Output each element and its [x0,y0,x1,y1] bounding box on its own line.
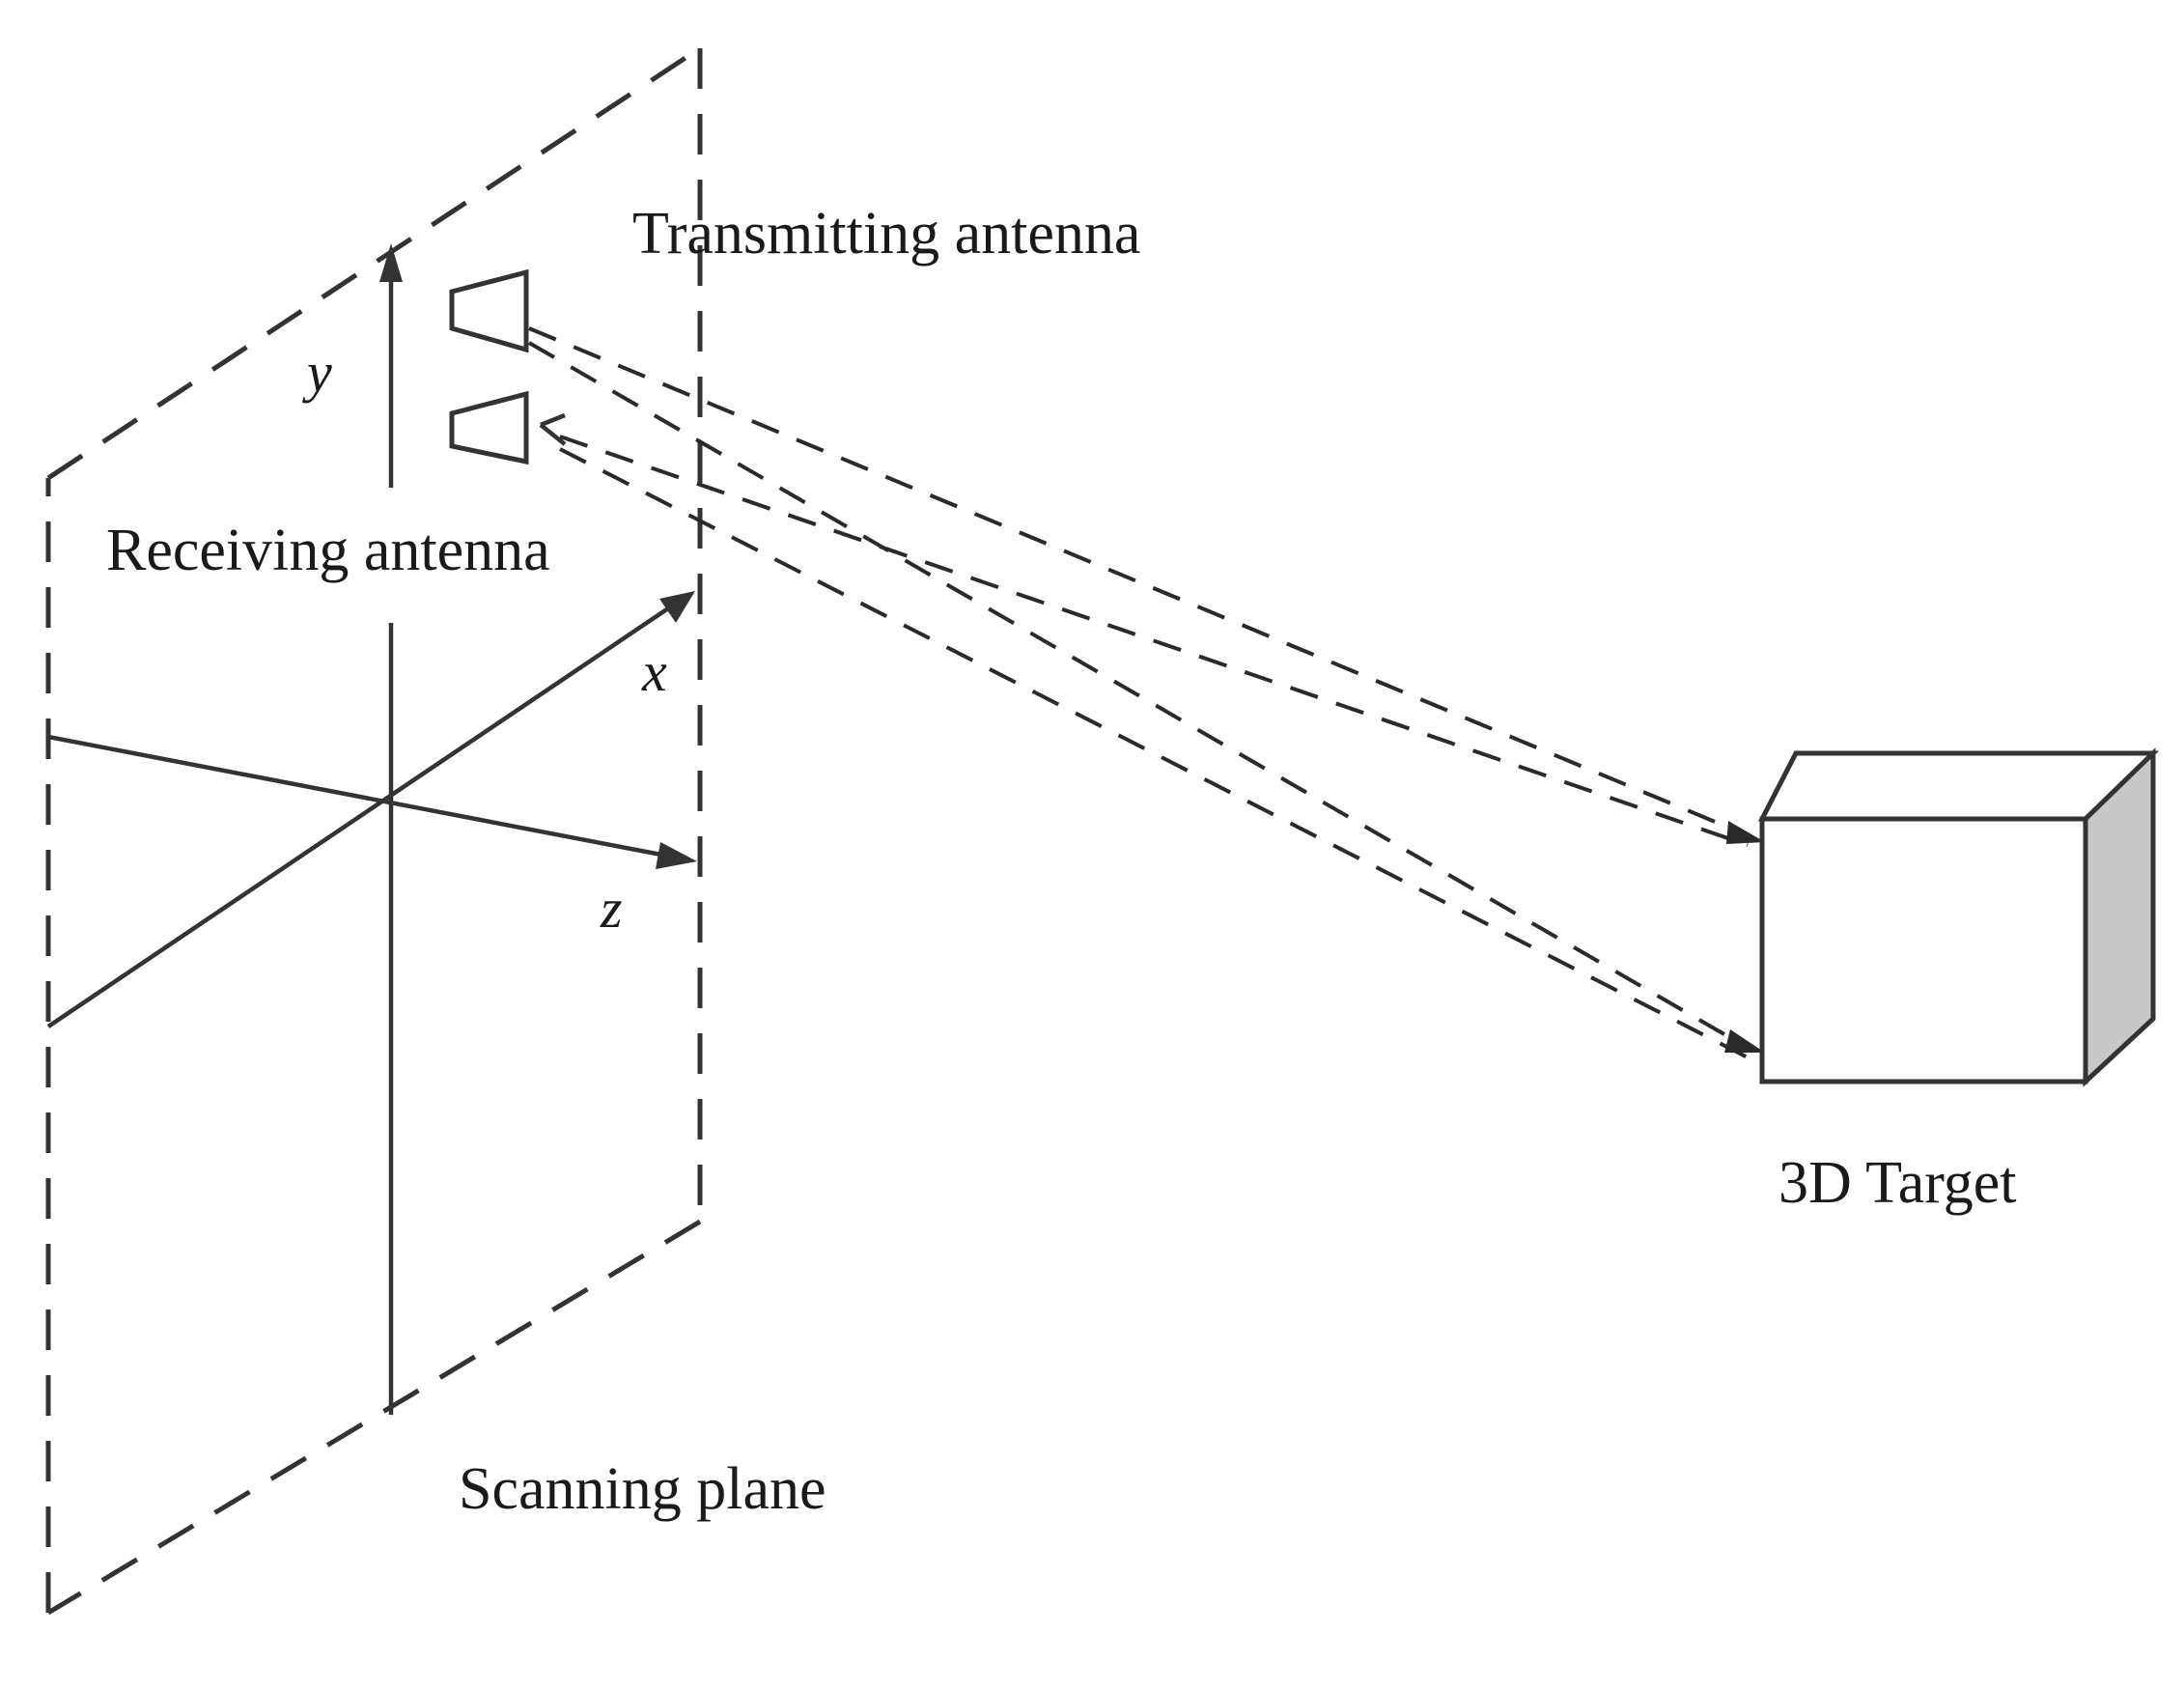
z-axis-arrowhead [656,842,697,869]
ray-tx-lower [527,341,1750,1050]
ray-rx-upper [559,435,1749,847]
y-axis-arrowhead [379,243,403,282]
target-front-face [1759,816,2088,1084]
transmitting-antenna [449,268,529,353]
ray-rx-lower [559,447,1749,1059]
ray-arrowhead-lower [1724,1029,1765,1053]
wave-rays [527,326,1765,1059]
receiving-antenna-label: Receiving antenna [106,518,550,583]
x-axis-label: x [641,640,667,703]
scanning-plane-label: Scanning plane [459,1456,826,1522]
ray-arrowhead-upper [1726,821,1765,844]
receiving-antenna [449,390,567,465]
target-label: 3D Target [1778,1150,2017,1216]
ray-tx-upper [528,326,1749,837]
coordinate-axes: y x z [45,243,697,1415]
z-axis-line [47,734,667,859]
x-axis-line [46,605,673,1028]
x-axis-arrowhead [659,591,695,623]
z-axis-label: z [600,877,623,940]
y-axis-label: y [302,341,332,404]
scanning-plane [45,45,703,1616]
target-box [1757,747,2160,1087]
transmitting-antenna-label: Transmitting antenna [632,201,1140,267]
